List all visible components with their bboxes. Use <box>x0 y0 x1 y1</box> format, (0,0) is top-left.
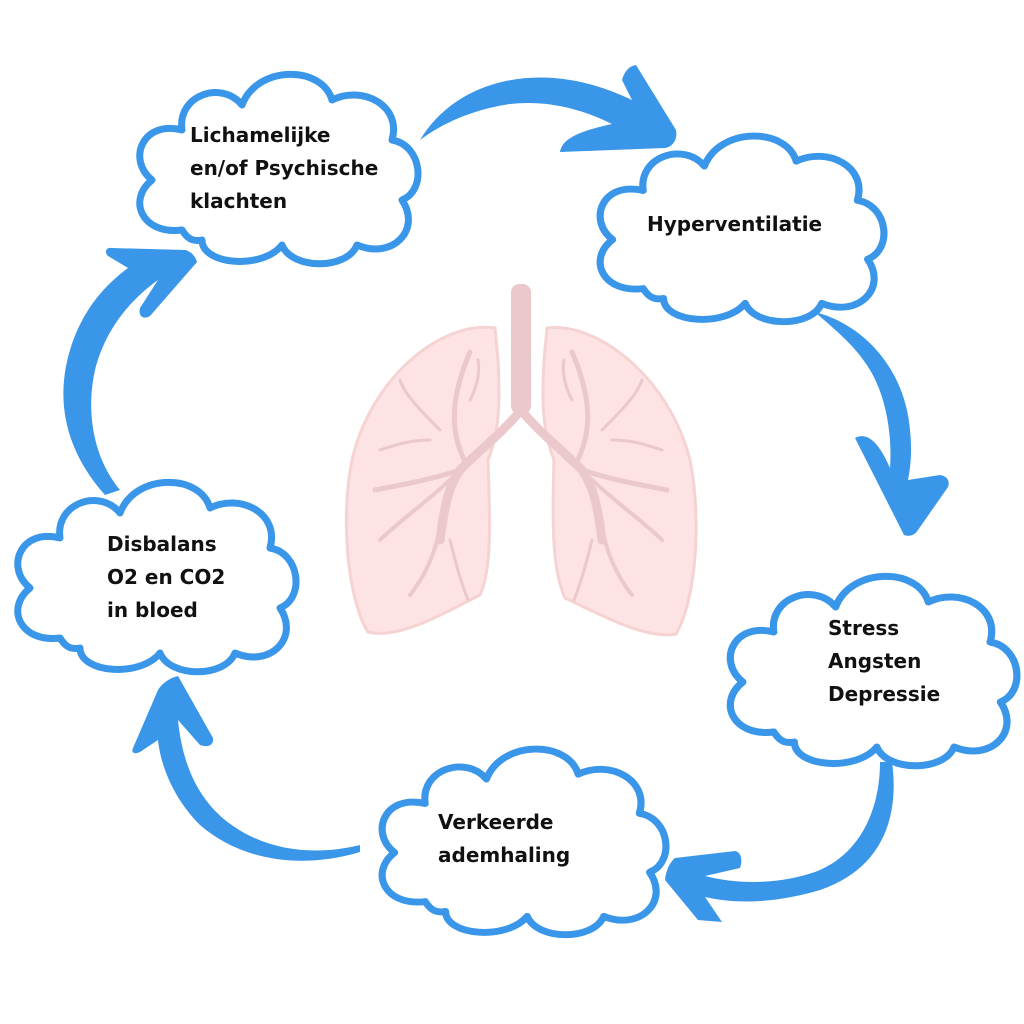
node-line: klachten <box>190 189 288 213</box>
node-line: Depressie <box>828 682 941 706</box>
node-label-breathing: Verkeerde ademhaling <box>438 806 570 872</box>
node-label-complaints: Lichamelijke en/of Psychische klachten <box>190 119 378 218</box>
node-line: Stress <box>828 616 900 640</box>
arrow-breathing-to-imbalance <box>132 676 360 861</box>
node-line: in bloed <box>107 598 198 622</box>
node-line: O2 en CO2 <box>107 565 226 589</box>
node-line: en/of Psychische <box>190 156 379 180</box>
node-line: Hyperventilatie <box>647 212 823 236</box>
node-label-stress: Stress Angsten Depressie <box>828 612 940 711</box>
node-label-imbalance: Disbalans O2 en CO2 in bloed <box>107 528 225 627</box>
node-line: Lichamelijke <box>190 123 331 147</box>
node-line: Disbalans <box>107 532 217 556</box>
node-label-hyperventilation: Hyperventilatie <box>647 208 822 241</box>
arrow-hyperventilation-to-stress <box>815 312 949 536</box>
lungs-icon <box>344 284 698 637</box>
node-line: ademhaling <box>438 843 571 867</box>
arrow-complaints-to-hyperventilation <box>420 65 677 152</box>
arrow-imbalance-to-complaints <box>63 247 197 495</box>
arrow-stress-to-breathing <box>665 762 894 922</box>
node-line: Verkeerde <box>438 810 554 834</box>
node-line: Angsten <box>828 649 922 673</box>
